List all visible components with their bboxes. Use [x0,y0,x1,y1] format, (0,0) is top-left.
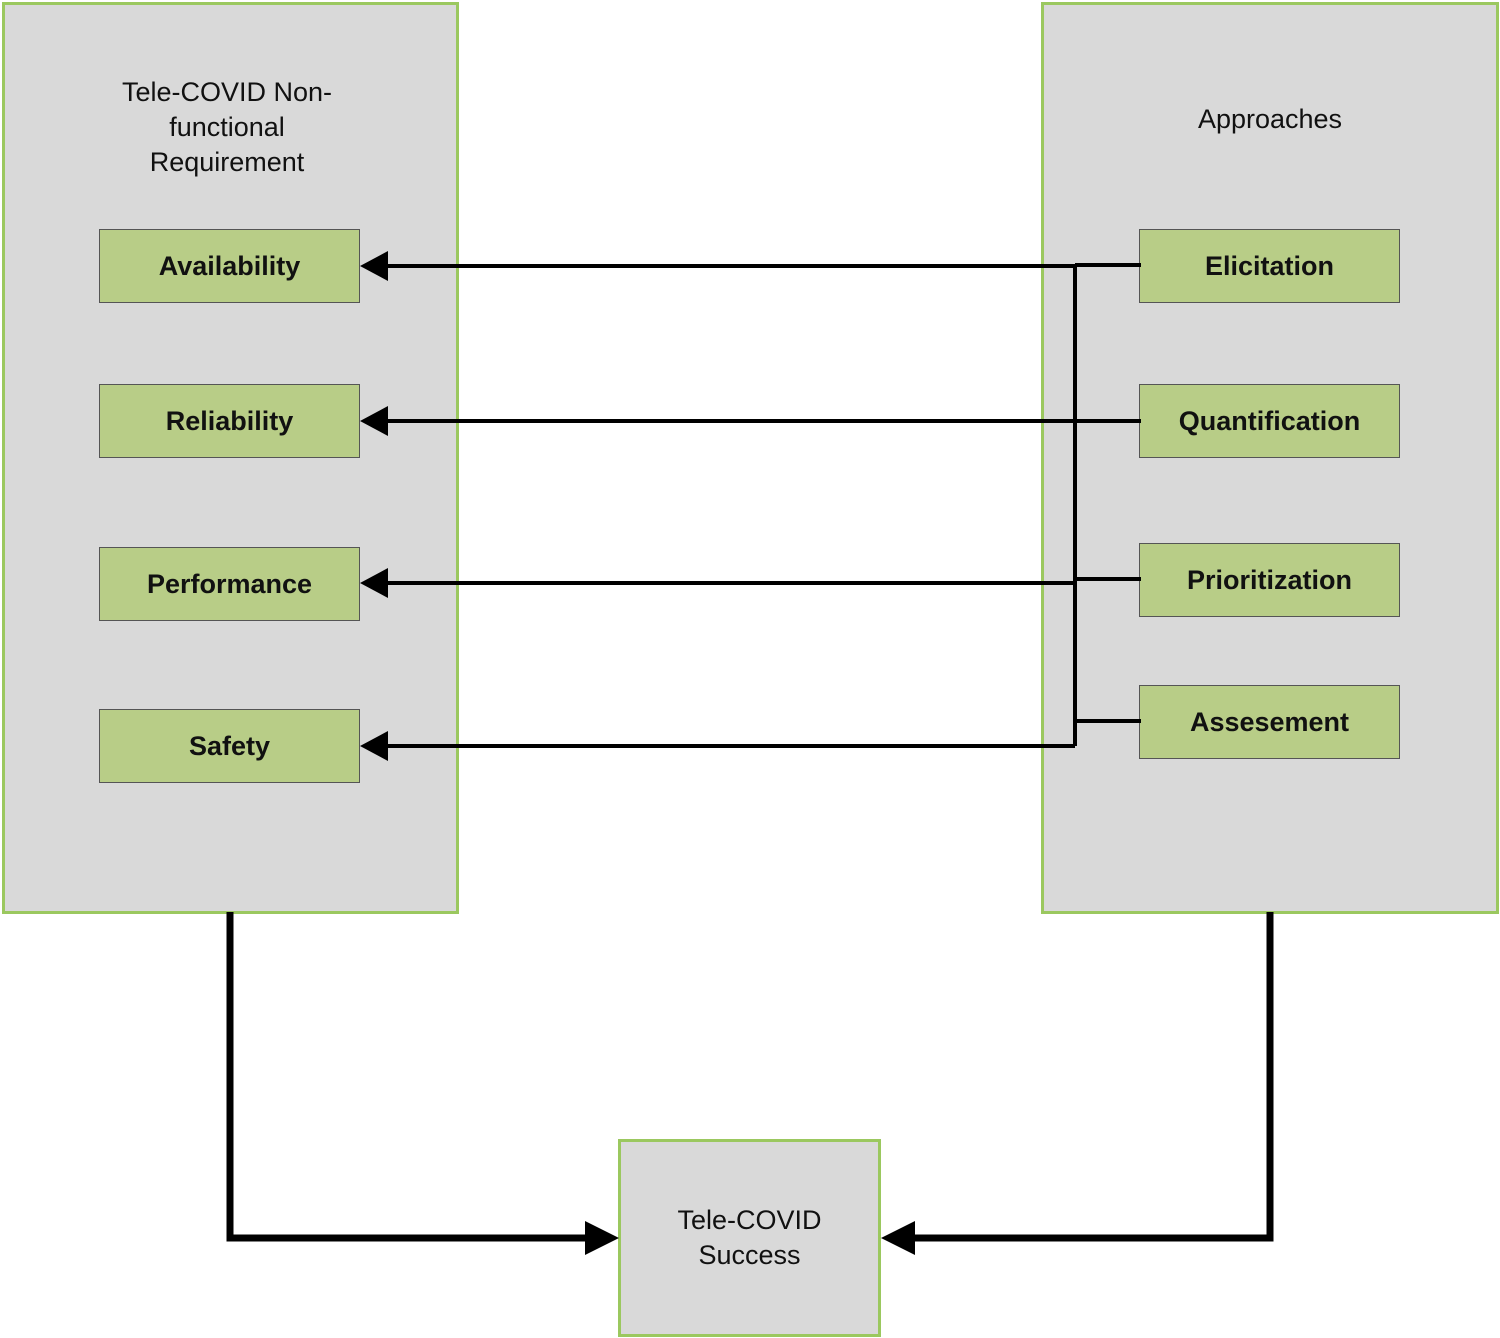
outcome-box: Tele-COVID Success [618,1139,881,1337]
nfr-item-safety: Safety [99,709,360,783]
approaches-panel-title: Approaches [1197,104,1343,134]
approach-item-assesement: Assesement [1139,685,1400,759]
nfr-item-availability: Availability [99,229,360,303]
outcome-label: Tele-COVID Success [677,1205,822,1270]
nfr-item-reliability: Reliability [99,384,360,458]
nfr-item-performance: Performance [99,547,360,621]
approaches-panel: Approaches [1041,2,1499,914]
left-to-outcome-line [226,912,590,1242]
arrowhead-right-outcome [881,1221,915,1255]
approach-item-elicitation: Elicitation [1139,229,1400,303]
arrowhead-left-outcome [585,1221,619,1255]
approach-item-prioritization: Prioritization [1139,543,1400,617]
nfr-panel-title: Tele-COVID Non- functional Requirement [121,77,333,177]
approach-item-quantification: Quantification [1139,384,1400,458]
right-to-outcome-line [910,912,1274,1242]
